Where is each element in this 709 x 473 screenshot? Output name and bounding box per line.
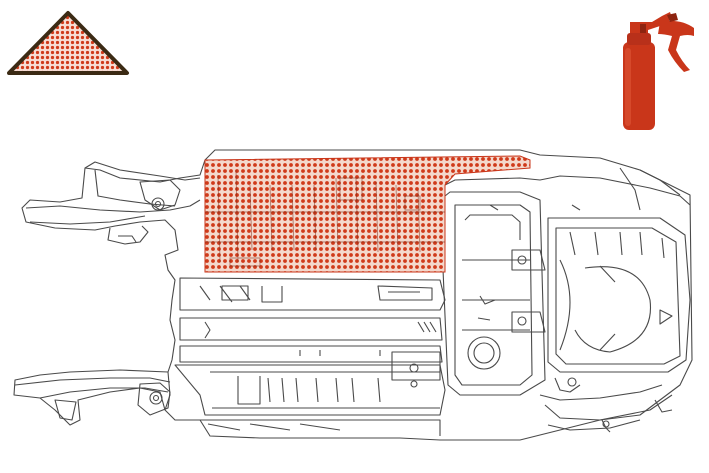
spray-gun-icon [623,12,694,130]
vehicle-underbody-outline [13,149,693,441]
dotted-triangle-icon [7,11,129,75]
treated-floor-zone [204,155,531,273]
